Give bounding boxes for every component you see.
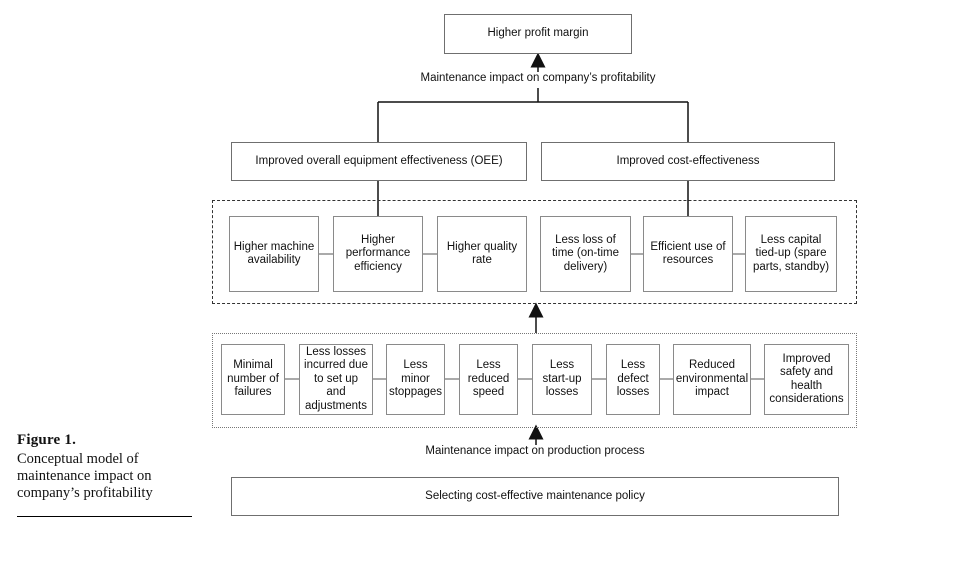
cost-effectiveness-box: Improved cost-effectiveness bbox=[541, 142, 835, 181]
loss-box: Less minor stoppages bbox=[386, 344, 445, 415]
outcome-text: Higher quality rate bbox=[446, 240, 518, 267]
maintenance-policy-text: Selecting cost-effective maintenance pol… bbox=[425, 489, 645, 502]
loss-text: Less reduced speed bbox=[467, 359, 510, 399]
loss-text: Minimal number of failures bbox=[227, 359, 279, 399]
figure-number: Figure 1. bbox=[17, 432, 77, 448]
outcomes-group bbox=[212, 200, 857, 304]
maintenance-policy-box: Selecting cost-effective maintenance pol… bbox=[231, 477, 839, 516]
oee-box: Improved overall equipment effectiveness… bbox=[231, 142, 527, 181]
profit-margin-text: Higher profit margin bbox=[487, 27, 589, 40]
outcome-text: Less loss of time (on-time delivery) bbox=[551, 233, 620, 273]
profit-margin-box: Higher profit margin bbox=[444, 14, 632, 54]
outcome-box: Higher quality rate bbox=[437, 216, 527, 292]
outcome-box: Higher performance efficiency bbox=[333, 216, 423, 292]
loss-text: Less losses incurred due to set up and a… bbox=[304, 345, 368, 412]
loss-box: Less losses incurred due to set up and a… bbox=[299, 344, 373, 415]
outcome-text: Higher performance efficiency bbox=[345, 233, 411, 273]
figure-caption: Conceptual model of maintenance impact o… bbox=[17, 451, 153, 501]
outcome-text: Less capital tied-up (spare parts, stand… bbox=[752, 233, 830, 273]
outcome-box: Efficient use of resources bbox=[643, 216, 733, 292]
loss-text: Less start-up losses bbox=[542, 359, 582, 399]
loss-text: Less minor stoppages bbox=[388, 359, 443, 399]
loss-box: Minimal number of failures bbox=[221, 344, 285, 415]
oee-text: Improved overall equipment effectiveness… bbox=[255, 154, 503, 167]
outcome-box: Less loss of time (on-time delivery) bbox=[540, 216, 631, 292]
cost-effectiveness-text: Improved cost-effectiveness bbox=[616, 154, 760, 167]
loss-box: Less start-up losses bbox=[532, 344, 592, 415]
production-impact-label: Maintenance impact on production process bbox=[425, 445, 645, 457]
losses-group bbox=[212, 333, 857, 428]
loss-text: Reduced environmental impact bbox=[675, 359, 749, 399]
outcome-box: Higher machine availability bbox=[229, 216, 319, 292]
loss-box: Less reduced speed bbox=[459, 344, 518, 415]
loss-text: Improved safety and health consideration… bbox=[769, 352, 844, 406]
loss-box: Reduced environmental impact bbox=[673, 344, 751, 415]
outcome-text: Efficient use of resources bbox=[650, 240, 726, 267]
outcome-box: Less capital tied-up (spare parts, stand… bbox=[745, 216, 837, 292]
loss-box: Less defect losses bbox=[606, 344, 660, 415]
loss-text: Less defect losses bbox=[616, 359, 650, 399]
loss-box: Improved safety and health consideration… bbox=[764, 344, 849, 415]
outcome-text: Higher machine availability bbox=[233, 240, 315, 267]
caption-rule bbox=[17, 516, 192, 517]
profitability-impact-label: Maintenance impact on company’s profitab… bbox=[420, 72, 656, 84]
